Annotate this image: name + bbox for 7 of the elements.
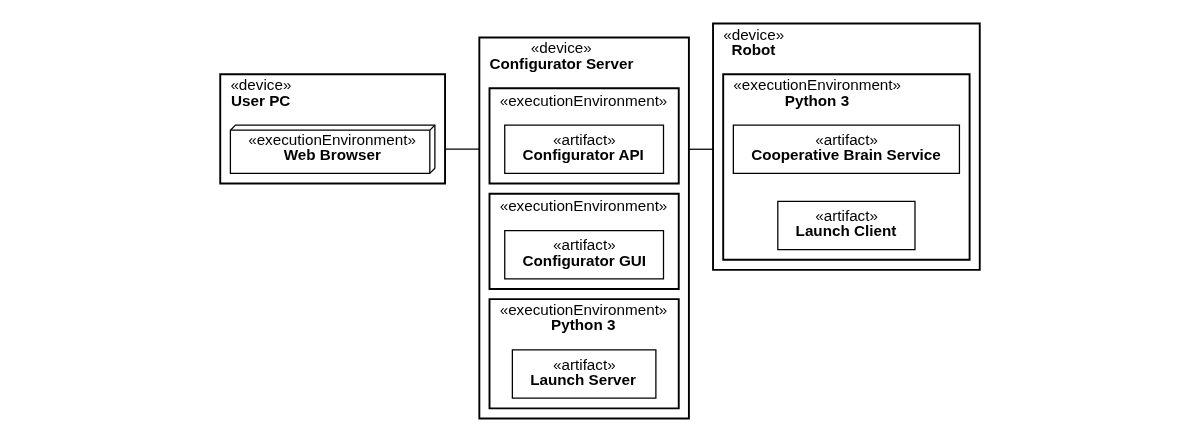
node-box: «artifact» Configurator API [503,124,664,174]
node-box: «artifact» Launch Server [511,349,656,399]
connector [443,148,480,150]
connector [687,148,714,150]
node-box: «artifact» Configurator GUI [503,229,664,280]
node-box: «artifact» Cooperative Brain Service [732,124,960,174]
node-box: «artifact» Launch Client [776,200,916,251]
